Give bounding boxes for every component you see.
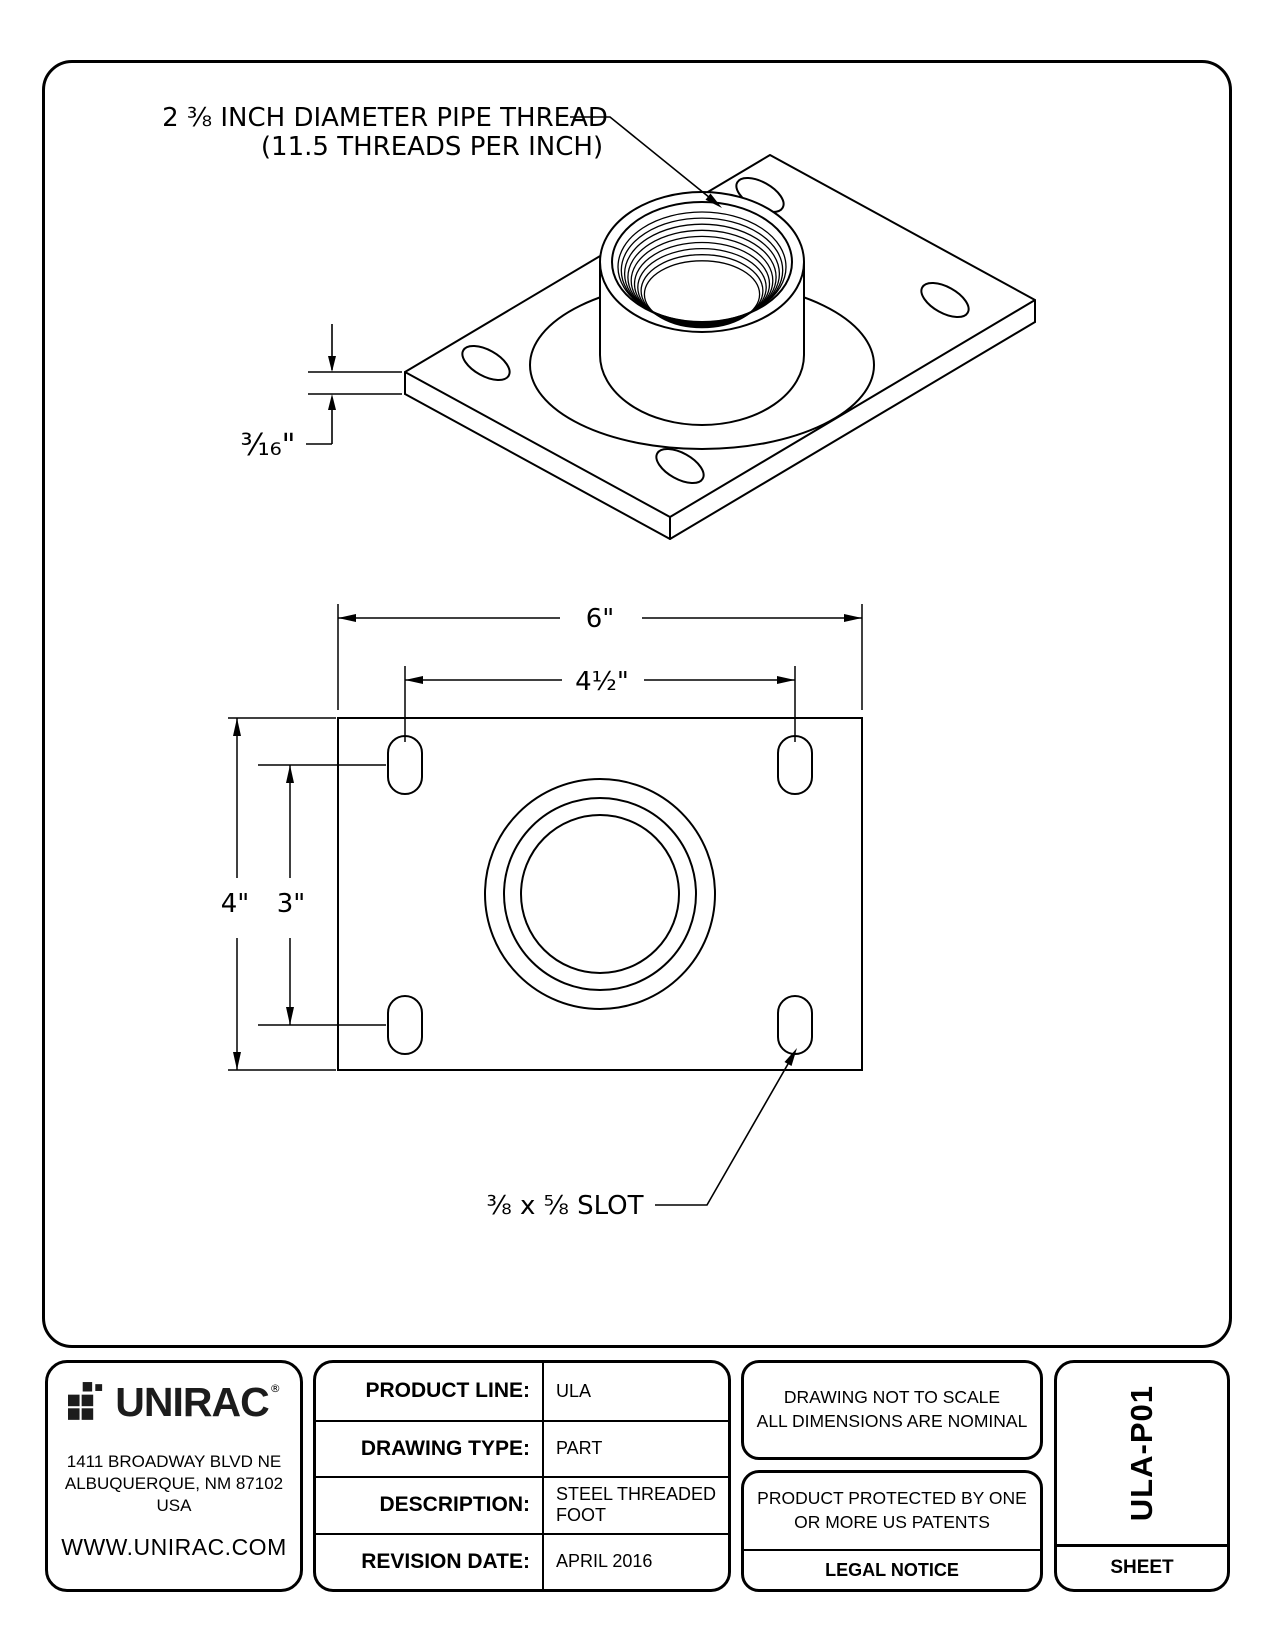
revision-date-value: APRIL 2016 bbox=[556, 1551, 653, 1572]
legal-notice: LEGAL NOTICE bbox=[744, 1549, 1040, 1589]
unirac-logo-icon bbox=[68, 1382, 103, 1420]
isometric-view bbox=[404, 154, 1036, 540]
document-number-box: ULA-P01 SHEET bbox=[1054, 1360, 1230, 1592]
description-label: DESCRIPTION: bbox=[316, 1478, 544, 1533]
plan-view bbox=[337, 717, 863, 1071]
thickness-label: ³⁄₁₆" bbox=[241, 428, 296, 463]
drawing-canvas: 2 ⅜ INCH DIAMETER PIPE THREAD (11.5 THRE… bbox=[162, 103, 1036, 1221]
company-address-line2: ALBUQUERQUE, NM 87102 USA bbox=[64, 1474, 284, 1516]
field-row-product-line: PRODUCT LINE: ULA bbox=[316, 1363, 728, 1420]
dim-slot-spacing-horizontal: 4½" bbox=[575, 667, 629, 697]
product-line-label: PRODUCT LINE: bbox=[316, 1363, 544, 1420]
unirac-logo: UNIRAC® bbox=[48, 1381, 300, 1423]
field-row-revision-date: REVISION DATE: APRIL 2016 bbox=[316, 1532, 728, 1589]
pipe-thread-callout bbox=[570, 116, 722, 208]
dim-slot-spacing-vertical: 3" bbox=[277, 889, 306, 919]
scale-notice-line2: ALL DIMENSIONS ARE NOMINAL bbox=[756, 1411, 1028, 1431]
field-row-drawing-type: DRAWING TYPE: PART bbox=[316, 1419, 728, 1476]
slot-callout bbox=[655, 1048, 797, 1206]
patent-notice-line1: PRODUCT PROTECTED BY ONE bbox=[757, 1488, 1027, 1509]
revision-date-label: REVISION DATE: bbox=[316, 1534, 544, 1589]
description-value: STEEL THREADED FOOT bbox=[556, 1484, 717, 1526]
dim-plate-width: 6" bbox=[586, 604, 615, 634]
scale-notice-box: DRAWING NOT TO SCALE ALL DIMENSIONS ARE … bbox=[741, 1360, 1043, 1460]
dim-plate-height: 4" bbox=[221, 889, 250, 919]
thread-circles bbox=[484, 778, 716, 1010]
pipe-thread-label-line2: (11.5 THREADS PER INCH) bbox=[261, 132, 603, 162]
pipe-thread-label-line1: 2 ⅜ INCH DIAMETER PIPE THREAD bbox=[162, 103, 608, 133]
plan-dimensions bbox=[228, 604, 863, 1071]
company-address-line1: 1411 BROADWAY BLVD NE bbox=[66, 1452, 282, 1471]
field-row-description: DESCRIPTION: STEEL THREADED FOOT bbox=[316, 1476, 728, 1533]
company-website: WWW.UNIRAC.COM bbox=[61, 1534, 287, 1561]
scale-notice-line1: DRAWING NOT TO SCALE bbox=[783, 1387, 1001, 1408]
registered-trademark-icon: ® bbox=[269, 1381, 281, 1395]
sheet-label: SHEET bbox=[1057, 1544, 1227, 1589]
drawing-type-value: PART bbox=[556, 1438, 603, 1459]
title-block-fields: PRODUCT LINE: ULA DRAWING TYPE: PART DES… bbox=[313, 1360, 731, 1592]
plate-outline bbox=[337, 717, 863, 1071]
product-line-value: ULA bbox=[556, 1380, 592, 1401]
pipe-threads bbox=[617, 211, 787, 329]
slot-size-label: ⅜ x ⅝ SLOT bbox=[487, 1191, 644, 1221]
document-number: ULA-P01 bbox=[1124, 1385, 1159, 1522]
iso-slots bbox=[461, 177, 970, 484]
patent-notice-box: PRODUCT PROTECTED BY ONE OR MORE US PATE… bbox=[741, 1470, 1043, 1592]
patent-notice-line2: OR MORE US PATENTS bbox=[794, 1512, 990, 1532]
logo-wordmark: UNIRAC bbox=[115, 1378, 269, 1425]
collar-top-rim bbox=[599, 191, 805, 333]
thickness-callout bbox=[306, 324, 402, 445]
title-block-company: UNIRAC® 1411 BROADWAY BLVD NE ALBUQUERQU… bbox=[45, 1360, 303, 1592]
drawing-type-label: DRAWING TYPE: bbox=[316, 1421, 544, 1476]
